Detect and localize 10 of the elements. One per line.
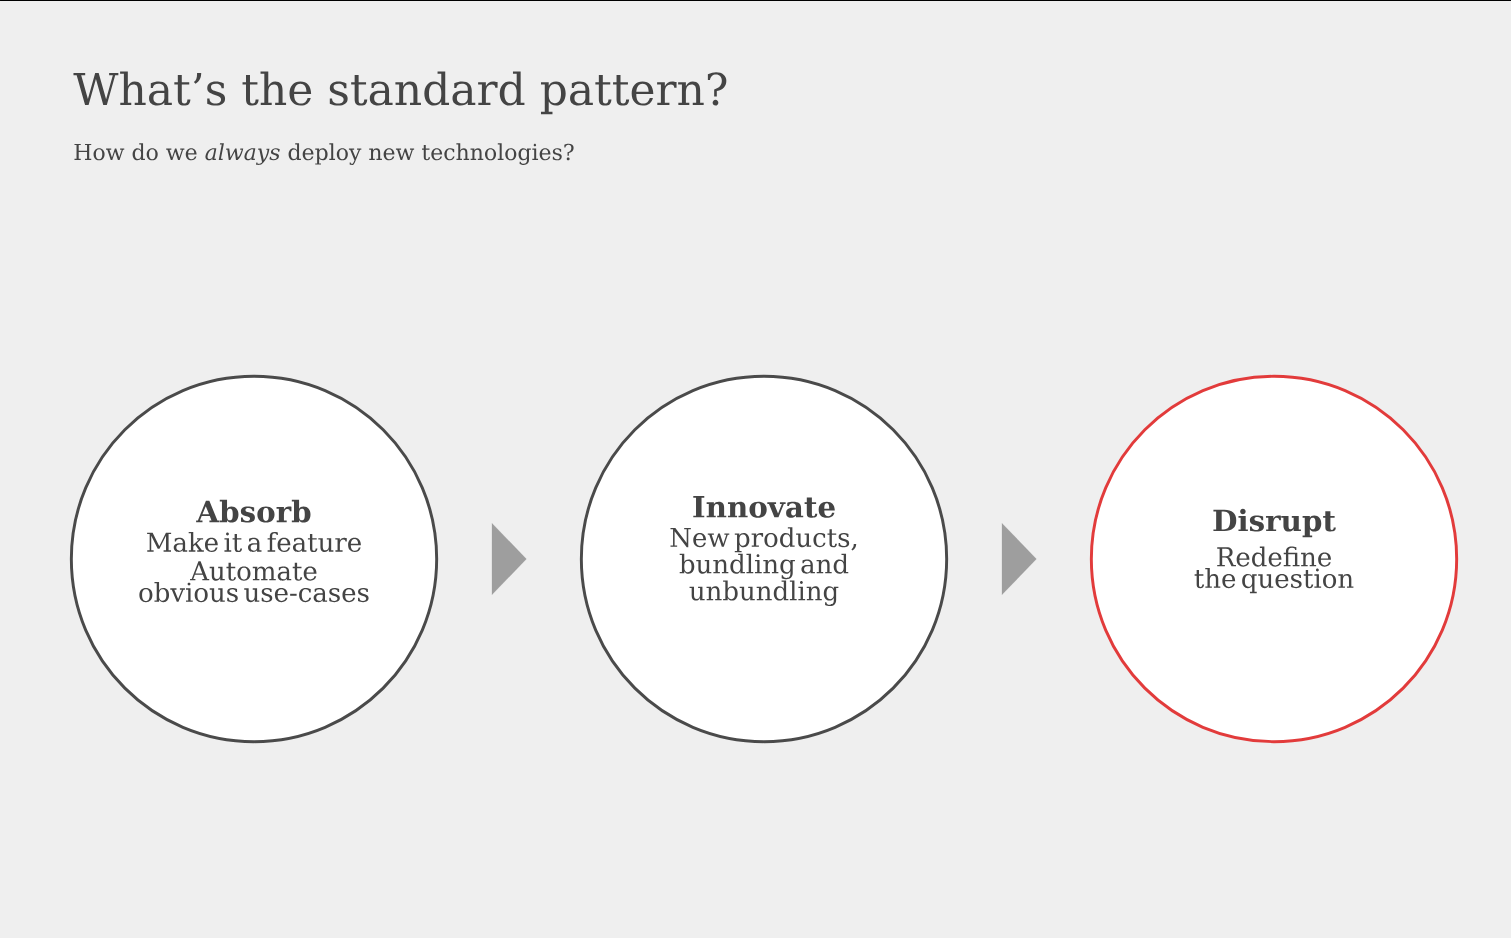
stage-circle	[69, 374, 439, 744]
subtitle: How do we always deploy new technologies?	[74, 143, 574, 165]
title: What’s the standard pattern?	[73, 71, 727, 115]
stage-circle	[1089, 374, 1459, 744]
stage-text: Innovate New products, bundling and unbundling	[670, 496, 857, 606]
chevron-arrow	[491, 523, 527, 595]
stage-text: Disrupt Redefine the question	[1194, 508, 1354, 594]
stage-text: Absorb Make it a feature Automate obvious use-cases	[139, 499, 369, 603]
stage-circle	[579, 374, 949, 744]
chevron-arrow	[1001, 523, 1037, 595]
